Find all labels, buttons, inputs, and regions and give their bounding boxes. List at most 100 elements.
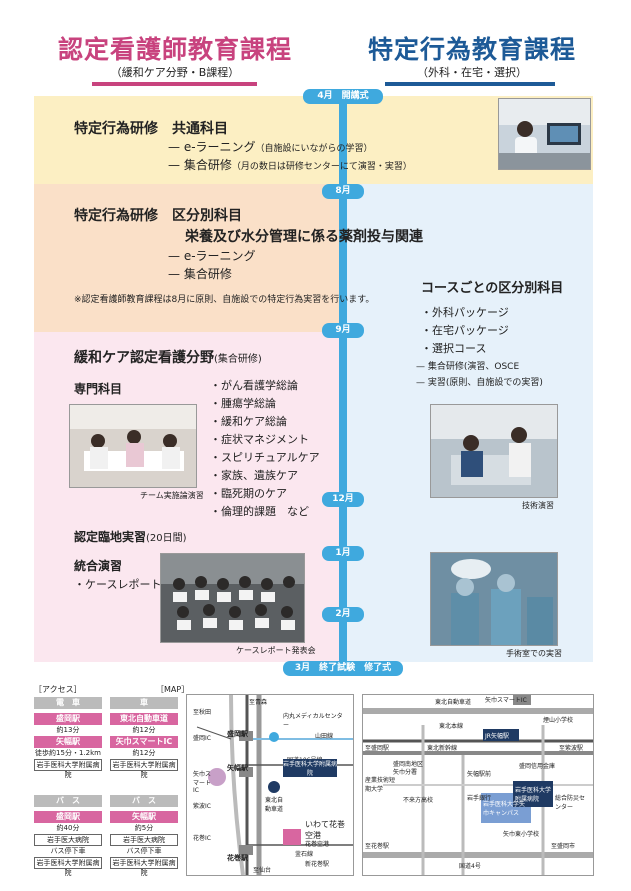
access-car-via: 矢巾スマートIC bbox=[110, 736, 178, 748]
access-bus2-dest: 岩手医科大学附属病院 bbox=[110, 857, 178, 877]
map1-label-medical-center: 内丸メディカルセンター bbox=[283, 713, 343, 729]
map1-label-yamada-line: 山田線 bbox=[315, 733, 334, 740]
access-bus1-mode: バ ス bbox=[34, 795, 102, 807]
operating-room-photo bbox=[430, 552, 558, 646]
access-car-mode: 車 bbox=[110, 697, 178, 709]
map2-label-shinkansen: 東北新幹線 bbox=[427, 745, 458, 752]
course-title: コースごとの区分別科目 bbox=[421, 281, 564, 296]
map1-label-expressway: 東北自動車道 bbox=[265, 797, 284, 813]
right-program-title: 特定行為教育課程 bbox=[367, 35, 576, 64]
access-train: 電 車 盛岡駅 約13分 矢幅駅 徒歩約15分・1.2km 岩手医科大学附属病院 bbox=[34, 697, 102, 779]
timeline-aug: 8月 bbox=[322, 184, 364, 199]
case-report-caption: ケースレポート発表会 bbox=[236, 646, 316, 655]
palliative-title-text: 緩和ケア認定看護分野 bbox=[74, 350, 214, 366]
subject-item: ・スピリチュアルケア bbox=[210, 451, 320, 464]
access-train-time2: 徒歩約15分・1.2km bbox=[35, 749, 101, 757]
course-item-elective: ・選択コース bbox=[421, 342, 487, 355]
map-label: ［MAP］ bbox=[156, 685, 190, 694]
access-car-from: 東北自動車道 bbox=[110, 713, 178, 725]
course-item-home: ・在宅パッケージ bbox=[421, 324, 509, 337]
division-subtitle: 栄養及び水分管理に係る薬剤投与関連 bbox=[185, 229, 423, 245]
course-sub-training: — 集合研修(演習、OSCE bbox=[416, 362, 520, 372]
access-bus1-time2: バス停下車 bbox=[50, 847, 86, 855]
access-bus2-time2: バス停下車 bbox=[126, 847, 162, 855]
practicum-note: (20日間) bbox=[146, 533, 187, 544]
practicum-label: 認定臨地実習 bbox=[74, 530, 147, 544]
map2-label-iwate-bank: 岩手銀行 bbox=[467, 795, 492, 802]
access-train-mode: 電 車 bbox=[34, 697, 102, 709]
access-car-time2: 約12分 bbox=[132, 749, 156, 757]
case-report-photo bbox=[160, 553, 305, 643]
subject-item: ・家族、遺族ケア bbox=[210, 469, 298, 482]
local-map: 東北自動車道 矢巾スマートIC 煙山小学校 東北本線 JR矢幅駅 至盛岡駅 東北… bbox=[362, 694, 594, 876]
access-bus1-dest: 岩手医科大学附属病院 bbox=[34, 857, 102, 877]
map1-label-aomori: 至青森 bbox=[249, 699, 268, 706]
timeline-feb: 2月 bbox=[322, 607, 364, 622]
access-bus-yahaba: バ ス 矢幅駅 約5分 岩手医大病院 バス停下車 岩手医科大学附属病院 bbox=[110, 795, 178, 877]
map1-label-sendai: 至仙台 bbox=[253, 867, 272, 874]
subject-item: ・臨死期のケア bbox=[210, 487, 287, 500]
timeline-apr: 4月 開講式 bbox=[303, 89, 383, 104]
palliative-title: 緩和ケア認定看護分野(集合研修) bbox=[74, 347, 262, 367]
map1-label-hanamaki-st: 花巻駅 bbox=[227, 854, 248, 862]
timeline-jan: 1月 bbox=[322, 546, 364, 561]
left-program-title: 認定看護師教育課程 bbox=[57, 35, 292, 64]
palliative-title-note: (集合研修) bbox=[214, 354, 262, 365]
access-car-time1: 約12分 bbox=[132, 726, 156, 734]
map2-label-to-shiwa-st: 至紫波駅 bbox=[559, 745, 584, 752]
division-elearning: — e-ラーニング bbox=[168, 249, 256, 263]
subject-item: ・症状マネジメント bbox=[210, 433, 309, 446]
division-subjects-band bbox=[34, 184, 346, 332]
team-exercise-caption: チーム実施論演習 bbox=[140, 491, 204, 500]
common-title: 特定行為研修 共通科目 bbox=[74, 121, 228, 137]
skills-training-photo bbox=[430, 404, 558, 498]
map2-label-yahaba-st: JR矢幅駅 bbox=[485, 733, 509, 740]
subject-item: ・がん看護学総論 bbox=[210, 379, 298, 392]
access-bus1-time1: 約40分 bbox=[56, 824, 80, 832]
access-bus2-from: 矢幅駅 bbox=[110, 811, 178, 823]
map1-label-yahaba-st: 矢幅駅 bbox=[227, 764, 248, 772]
timeline-dec: 12月 bbox=[322, 492, 364, 507]
map2-label-expressway: 東北自動車道 bbox=[435, 699, 472, 706]
map2-label-yahaba-branch: 矢巾分署 bbox=[393, 769, 418, 776]
map1-label-hospital: 岩手医科大学附属病院 bbox=[283, 759, 338, 777]
map1-label-kamaishi-line: 釜石線 bbox=[295, 851, 314, 858]
team-exercise-photo bbox=[69, 404, 197, 488]
map2-label-shinkin: 盛岡信用金庫 bbox=[519, 763, 556, 770]
left-title-underline bbox=[92, 82, 257, 86]
access-bus1-via: 岩手医大病院 bbox=[34, 834, 102, 846]
left-program-subtitle: （緩和ケア分野・B課程） bbox=[110, 66, 240, 79]
subject-item: ・腫瘍学総論 bbox=[210, 397, 276, 410]
timeline-sep: 9月 bbox=[322, 323, 364, 338]
subject-item: ・倫理的課題 など bbox=[210, 505, 309, 518]
map1-label-akita: 至秋田 bbox=[193, 709, 212, 716]
map2-label-hospital: 岩手医科大学附属病院 bbox=[515, 787, 552, 803]
regional-map: 至青森 至秋田 内丸メディカルセンター 山田線 盛岡IC 盛岡駅 国道106号線… bbox=[186, 694, 354, 876]
map2-label-college: 産業技術短期大学 bbox=[365, 777, 396, 793]
access-bus-morioka: バ ス 盛岡駅 約40分 岩手医大病院 バス停下車 岩手医科大学附属病院 bbox=[34, 795, 102, 877]
map2-label-ekimae: 矢幅駅前 bbox=[467, 771, 492, 778]
common-group-note: （月の数日は研修センターにて演習・実習） bbox=[231, 162, 412, 172]
access-bus2-via: 岩手医大病院 bbox=[110, 834, 178, 846]
right-program-subtitle: （外科・在宅・選択） bbox=[417, 66, 527, 79]
integrated-exercise-heading: 統合演習 bbox=[74, 559, 123, 573]
common-elearning-label: — e-ラーニング bbox=[168, 140, 256, 154]
map1-label-iwate-airport: いわて花巻空港 bbox=[305, 820, 345, 840]
access-bus2-time1: 約5分 bbox=[134, 824, 154, 832]
division-note: ※認定看護師教育課程は8月に原則、自施設での特定行為実習を行います。 bbox=[74, 295, 375, 305]
common-group-label: — 集合研修 bbox=[168, 158, 232, 172]
map1-label-smart-ic: 矢巾スマートIC bbox=[193, 771, 212, 794]
course-item-surgery: ・外科パッケージ bbox=[421, 306, 509, 319]
practicum-heading: 認定臨地実習(20日間) bbox=[74, 528, 187, 545]
common-group-training: — 集合研修（月の数日は研修センターにて演習・実習） bbox=[168, 157, 412, 175]
common-elearning: — e-ラーニング（自施設にいながらの学習） bbox=[168, 139, 373, 157]
map2-label-to-hanamaki: 至花巻駅 bbox=[365, 843, 390, 850]
timeline-mar: 3月 終了試験 修了式 bbox=[283, 661, 403, 676]
access-car-dest: 岩手医科大学附属病院 bbox=[110, 759, 178, 779]
course-sub-practicum: — 実習(原則、自施設での実習) bbox=[416, 378, 543, 388]
access-train-dest: 岩手医科大学附属病院 bbox=[34, 759, 102, 779]
access-label: ［アクセス］ bbox=[34, 685, 82, 694]
access-bus1-from: 盛岡駅 bbox=[34, 811, 102, 823]
map2-label-tohoku-line: 東北本線 bbox=[439, 723, 464, 730]
map2-label-morioka-south: 盛岡南地区 bbox=[393, 761, 424, 768]
